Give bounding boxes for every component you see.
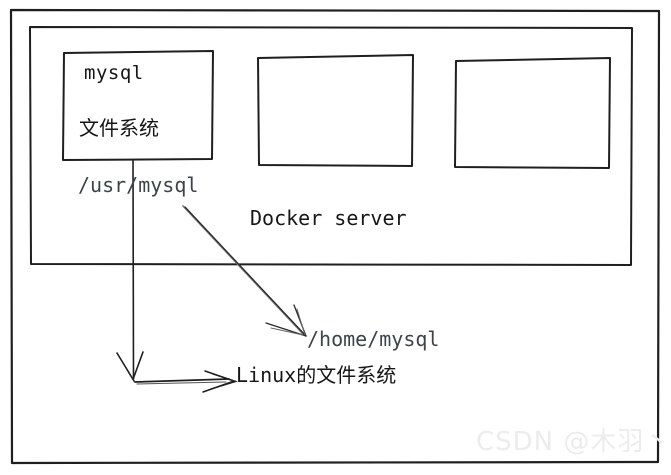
usr-mysql-path-label: /usr/mysql bbox=[78, 173, 199, 197]
mysql-box-subtitle: 文件系统 bbox=[79, 116, 159, 140]
empty-box-rect bbox=[257, 54, 414, 167]
arrow-to-linux-fs-label bbox=[134, 370, 239, 393]
arrow-usr-to-home-mysql bbox=[182, 205, 307, 337]
docker-server-label: Docker server bbox=[250, 206, 407, 230]
csdn-watermark: CSDN @木羽丶 bbox=[476, 427, 671, 457]
empty-box-rect bbox=[454, 57, 611, 169]
linux-filesystem-label: Linux的文件系统 bbox=[236, 363, 397, 387]
home-mysql-path-label: /home/mysql bbox=[307, 327, 440, 351]
mysql-box-rect bbox=[62, 50, 214, 161]
mysql-box-title: mysql bbox=[84, 62, 144, 84]
docker-server-rect bbox=[29, 26, 633, 266]
outer-frame-rect bbox=[9, 8, 661, 465]
arrow-usr-to-linux-fs bbox=[116, 159, 144, 382]
